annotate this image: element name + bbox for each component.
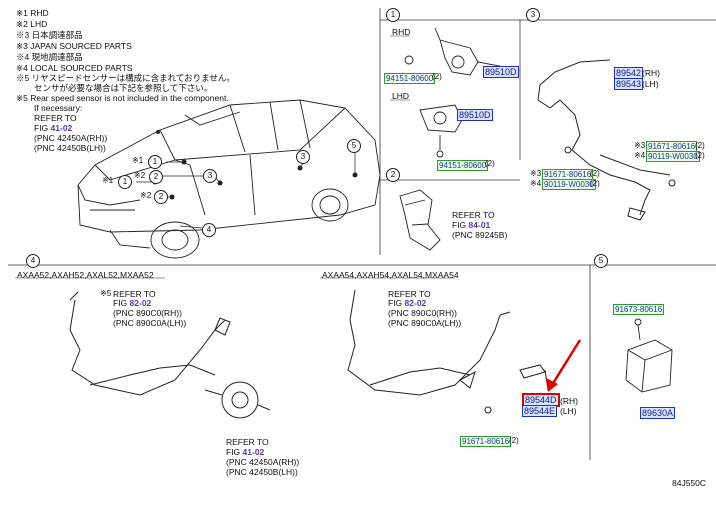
bolt-94151-80600[interactable]: 94151-80600 xyxy=(384,73,436,84)
source-mark: ※3 xyxy=(634,141,646,150)
bolt-91673-80616[interactable]: 91673-80616 xyxy=(613,304,665,315)
pnc-label: (PNC 42450B(LH)) xyxy=(226,467,298,477)
qty-label: (2) xyxy=(485,159,495,168)
callout-5[interactable]: 5 xyxy=(347,139,361,153)
note-line: ※3 JAPAN SOURCED PARTS xyxy=(16,41,132,51)
note-line: If necessary: xyxy=(34,103,83,113)
section-number-5: 5 xyxy=(594,254,608,268)
fig-link[interactable]: 41-02 xyxy=(242,447,265,457)
fig-link[interactable]: 84-01 xyxy=(468,220,491,230)
qty-label: (2) xyxy=(695,141,705,150)
section-number-1: 1 xyxy=(386,8,400,22)
fig-link[interactable]: 82-02 xyxy=(129,298,152,308)
pnc-label: (PNC 42450A(RH)) xyxy=(226,457,300,467)
section-number-3: 3 xyxy=(526,8,540,22)
refer-to-label: REFER TO xyxy=(34,113,77,123)
pnc-label: (PNC 890C0(RH)) xyxy=(388,308,457,318)
side-label: (LH) xyxy=(642,79,659,89)
section-number-4: 4 xyxy=(26,254,40,268)
section-number-2: 2 xyxy=(386,168,400,182)
part-89544e[interactable]: 89544E xyxy=(522,405,558,417)
diagram-code: 84J550C xyxy=(672,478,707,488)
part-89543[interactable]: 89543 xyxy=(614,78,644,90)
side-label: (RH) xyxy=(560,396,578,406)
part-89510d-lhd[interactable]: 89510D xyxy=(457,109,493,121)
callout-mark: ※2 xyxy=(140,191,152,200)
pnc-label: (PNC 89245B) xyxy=(452,230,508,240)
pnc-label: (PNC 42450A(RH)) xyxy=(34,133,108,143)
callout-2[interactable]: 2 xyxy=(149,170,163,184)
callout-mark: ※2 xyxy=(134,171,146,180)
fig-reference[interactable]: FIG 82-02 xyxy=(113,298,152,308)
bolt-91671-80616[interactable]: 91671-80616 xyxy=(460,436,512,447)
callout-1[interactable]: 1 xyxy=(148,155,162,169)
side-label: (LH) xyxy=(560,406,577,416)
source-mark: ※4 xyxy=(634,151,646,160)
callout-3[interactable]: 3 xyxy=(203,169,217,183)
callout-3[interactable]: 3 xyxy=(296,150,310,164)
lhd-label: LHD xyxy=(392,91,410,101)
fig-reference[interactable]: FIG 84-01 xyxy=(452,220,491,230)
note-line: ※4 LOCAL SOURCED PARTS xyxy=(16,63,133,73)
model-codes-left: AXAA52,AXAH52,AXAL52,MXAA52 xyxy=(17,270,154,280)
bolt-90119-w0030[interactable]: 90119-W0030 xyxy=(646,151,700,162)
fig-link[interactable]: 82-02 xyxy=(404,298,427,308)
fig-reference[interactable]: FIG 41-02 xyxy=(34,123,73,133)
bolt-94151-80600[interactable]: 94151-80600 xyxy=(437,160,489,171)
fig-reference[interactable]: FIG 41-02 xyxy=(226,447,265,457)
callout-mark: ※1 xyxy=(102,176,114,185)
pnc-label: (PNC 890C0(RH)) xyxy=(113,308,182,318)
fig-link[interactable]: 41-02 xyxy=(50,123,73,133)
note-line: センサが必要な場合は下記を参照して下さい。 xyxy=(34,83,213,93)
source-mark: ※4 xyxy=(530,179,542,188)
note-line: ※3 日本調達部品 xyxy=(16,30,83,40)
qty-label: (2) xyxy=(590,169,600,178)
note-line: ※4 現地調達部品 xyxy=(16,52,83,62)
note-line: ※2 LHD xyxy=(16,19,48,29)
rhd-label: RHD xyxy=(392,27,411,37)
bolt-90119-w0030[interactable]: 90119-W0030 xyxy=(542,179,596,190)
qty-label: (2) xyxy=(509,436,519,445)
qty-label: (2) xyxy=(432,72,442,81)
callout-4[interactable]: 4 xyxy=(202,223,216,237)
callout-2[interactable]: 2 xyxy=(154,190,168,204)
pnc-label: (PNC 890C0A(LH)) xyxy=(388,318,462,328)
refer-to-label: REFER TO xyxy=(388,289,431,299)
fig-reference[interactable]: FIG 82-02 xyxy=(388,298,427,308)
note-line: ※1 RHD xyxy=(16,8,49,18)
refer-to-label: REFER TO xyxy=(226,437,269,447)
source-mark: ※3 xyxy=(530,169,542,178)
qty-label: (2) xyxy=(590,179,600,188)
refer-to-label: REFER TO xyxy=(452,210,495,220)
refer-to-label: REFER TO xyxy=(113,289,156,299)
note-line: ※5 リヤスピードセンサーは構成に含まれておりません。 xyxy=(16,73,235,83)
side-label: (RH) xyxy=(642,68,660,78)
pnc-label: (PNC 890C0A(LH)) xyxy=(113,318,187,328)
pnc-label: (PNC 42450B(LH)) xyxy=(34,143,106,153)
part-89510d-rhd[interactable]: 89510D xyxy=(483,66,519,78)
qty-label: (2) xyxy=(695,151,705,160)
part-89630a[interactable]: 89630A xyxy=(640,407,676,419)
note-line: ※5 Rear speed sensor is not included in … xyxy=(16,93,229,103)
note-mark: ※5 xyxy=(100,289,112,298)
callout-mark: ※1 xyxy=(132,156,144,165)
callout-1[interactable]: 1 xyxy=(118,175,132,189)
model-codes-right: AXAA54,AXAH54,AXAL54,MXAA54 xyxy=(322,270,459,280)
